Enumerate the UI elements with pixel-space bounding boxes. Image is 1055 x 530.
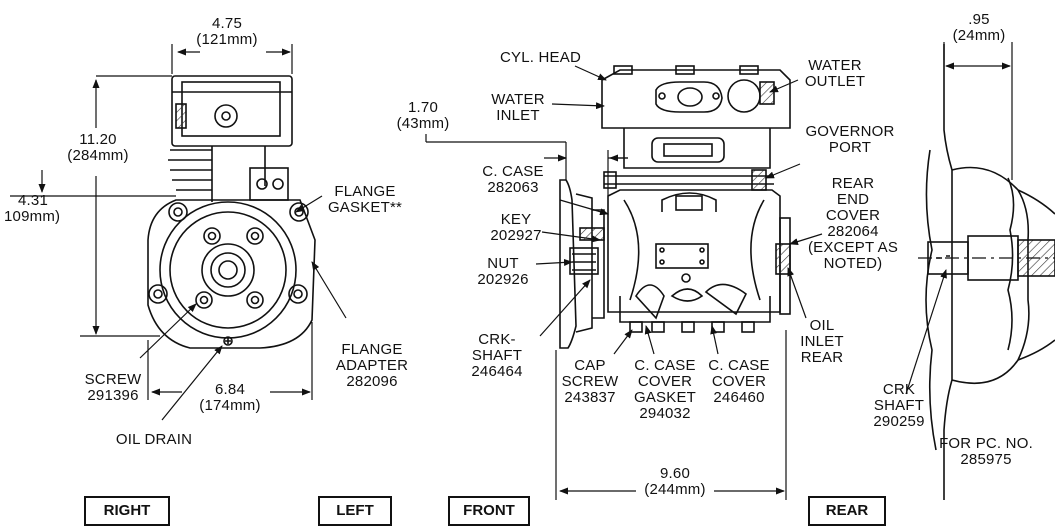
offset-dimension-inches: 4.31 <box>18 192 48 209</box>
water-outlet-line-2: OUTLET <box>804 73 866 90</box>
oil-inlet-label: OIL INLET REAR <box>792 318 852 366</box>
rear-crk-shaft-label: CRK SHAFT 290259 <box>864 382 934 430</box>
crk-shaft-line-2: SHAFT <box>471 347 523 364</box>
length-dimension-mm: (244mm) <box>644 481 706 498</box>
rear-end-cover-part-number: 282064 <box>827 223 879 240</box>
flange-gasket-line-1: FLANGE <box>334 183 396 200</box>
flange-gasket-line-2: GASKET** <box>327 199 403 216</box>
width-dimension-inches: 4.75 <box>212 15 242 32</box>
water-inlet-line-1: WATER <box>491 91 545 108</box>
flange-adapter-label: FLANGE ADAPTER 282096 <box>332 342 412 390</box>
flange-adapter-line-1: FLANGE <box>341 341 403 358</box>
cap-screw-line-1: CAP <box>574 357 606 374</box>
front-offset-dimension-label: 1.70 (43mm) <box>388 100 458 132</box>
rear-crk-shaft-line-2: SHAFT <box>873 397 925 414</box>
crk-shaft-part-number: 246464 <box>471 363 523 380</box>
rear-view-dimensions <box>905 42 1055 395</box>
bolt-spacing-label: 6.84 (174mm) <box>190 382 270 414</box>
offset-dimension-label: 4.31 109mm) <box>4 193 74 225</box>
view-label-front: FRONT <box>448 496 530 526</box>
key-part-number: 202927 <box>490 227 542 244</box>
governor-port-line-1: GOVERNOR <box>805 123 895 140</box>
governor-port-label: GOVERNOR PORT <box>800 124 900 156</box>
crk-shaft-line-1: CRK- <box>478 331 516 348</box>
nut-label: NUT 202926 <box>470 256 536 288</box>
screw-label: SCREW 291396 <box>80 372 146 404</box>
case-cover-line-1: C. CASE <box>708 357 770 374</box>
nut-part-number: 202926 <box>477 271 529 288</box>
flange-adapter-line-2: ADAPTER <box>335 357 409 374</box>
height-dimension-mm: (284mm) <box>67 147 129 164</box>
length-dimension-label: 9.60 (244mm) <box>636 466 714 498</box>
part-number-note: FOR PC. NO. 285975 <box>926 436 1046 468</box>
view-label-left: LEFT <box>318 496 392 526</box>
length-dimension-inches: 9.60 <box>660 465 690 482</box>
water-outlet-label: WATER OUTLET <box>800 58 870 90</box>
rear-end-cover-note-1: (EXCEPT AS <box>807 239 899 256</box>
front-view-leaders <box>535 65 823 355</box>
part-number-note-value: 285975 <box>960 451 1012 468</box>
case-cover-label: C. CASE COVER 246460 <box>704 358 774 406</box>
right-view-drawing <box>147 75 316 349</box>
view-label-rear: REAR <box>808 496 886 526</box>
cover-gasket-line-2: COVER <box>637 373 693 390</box>
case-cover-line-2: COVER <box>711 373 767 390</box>
width-dimension-mm: (121mm) <box>196 31 258 48</box>
bolt-spacing-mm: (174mm) <box>199 397 261 414</box>
flange-gasket-label: FLANGE GASKET** <box>320 184 410 216</box>
cyl-head-label: CYL. HEAD <box>500 49 581 66</box>
crk-shaft-label: CRK- SHAFT 246464 <box>462 332 532 380</box>
right-view-dimensions <box>10 44 313 400</box>
oil-drain-label: OIL DRAIN <box>115 431 193 448</box>
rear-end-cover-label: REAR END COVER 282064 (EXCEPT AS NOTED) <box>798 176 908 272</box>
front-view-dimensions <box>425 134 787 500</box>
width-dimension-label: 4.75 (121mm) <box>188 16 266 48</box>
rear-dimension-label: .95 (24mm) <box>944 12 1014 44</box>
cover-gasket-label: C. CASE COVER GASKET 294032 <box>630 358 700 422</box>
water-outlet-line-1: WATER <box>808 57 862 74</box>
oil-inlet-line-1: OIL <box>809 317 835 334</box>
nut-line-1: NUT <box>487 255 519 272</box>
rear-crk-shaft-line-1: CRK <box>882 381 916 398</box>
cap-screw-line-2: SCREW <box>561 373 619 390</box>
oil-inlet-line-3: REAR <box>800 349 844 366</box>
cover-gasket-part-number: 294032 <box>639 405 691 422</box>
key-line-1: KEY <box>500 211 532 228</box>
view-label-right: RIGHT <box>84 496 170 526</box>
part-number-note-line-1: FOR PC. NO. <box>939 435 1033 452</box>
rear-crk-shaft-part-number: 290259 <box>873 413 925 430</box>
bolt-spacing-inches: 6.84 <box>215 381 245 398</box>
key-label: KEY 202927 <box>476 212 556 244</box>
front-offset-mm: (43mm) <box>396 115 450 132</box>
offset-dimension-mm: 109mm) <box>4 208 61 225</box>
governor-port-line-2: PORT <box>828 139 872 156</box>
rear-dimension-mm: (24mm) <box>952 27 1006 44</box>
rear-dimension-inches: .95 <box>968 11 990 28</box>
screw-line-1: SCREW <box>84 371 142 388</box>
rear-end-cover-line-2: END <box>836 191 870 208</box>
rear-end-cover-line-3: COVER <box>825 207 881 224</box>
case-cover-part-number: 246460 <box>713 389 765 406</box>
flange-adapter-part-number: 282096 <box>346 373 398 390</box>
cap-screw-label: CAP SCREW 243837 <box>560 358 620 406</box>
height-dimension-inches: 11.20 <box>79 131 117 148</box>
rear-end-cover-note-2: NOTED) <box>823 255 883 272</box>
rear-end-cover-line-1: REAR <box>831 175 875 192</box>
cap-screw-part-number: 243837 <box>564 389 616 406</box>
cover-gasket-line-3: GASKET <box>633 389 697 406</box>
screw-part-number: 291396 <box>87 387 139 404</box>
front-offset-inches: 1.70 <box>408 99 438 116</box>
oil-inlet-line-2: INLET <box>800 333 844 350</box>
height-dimension-label: 11.20 (284mm) <box>58 132 138 164</box>
rear-view-drawing <box>925 44 1055 500</box>
c-case-line-1: C. CASE <box>482 163 544 180</box>
water-inlet-line-2: INLET <box>496 107 540 124</box>
front-view-drawing <box>559 65 791 349</box>
water-inlet-label: WATER INLET <box>488 92 548 124</box>
c-case-label: C. CASE 282063 <box>470 164 556 196</box>
c-case-part-number: 282063 <box>487 179 539 196</box>
right-view-leaders <box>139 195 347 421</box>
cover-gasket-line-1: C. CASE <box>634 357 696 374</box>
